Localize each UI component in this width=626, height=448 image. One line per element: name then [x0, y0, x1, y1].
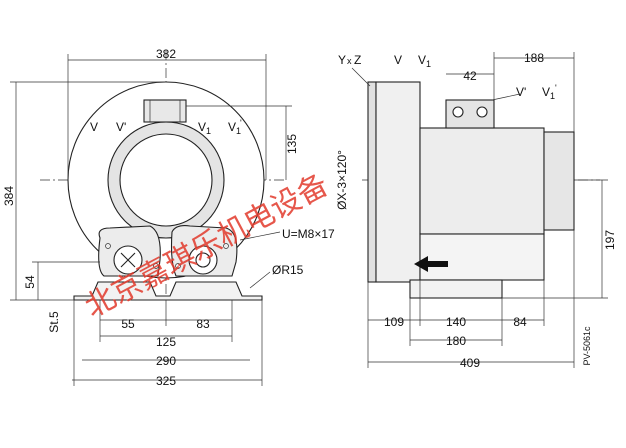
front-view: 382 384 135 V V' V 1 V 1 ' U=M8×17 ØR15 …	[2, 47, 335, 388]
dim-83-label: 83	[196, 317, 210, 331]
dim-135-label: 135	[285, 134, 299, 154]
yz-z-label: Z	[354, 53, 361, 67]
thread-label: U=M8×17	[282, 227, 335, 241]
left-port-cross	[120, 252, 136, 268]
flow-arrow-icon	[414, 256, 448, 272]
bolt-hole	[105, 243, 111, 249]
dim-st5-label: St.5	[47, 311, 61, 333]
dim-42-label: 42	[463, 69, 477, 83]
dim-109-label: 109	[384, 315, 404, 329]
side-v1prime-sub: 1	[550, 91, 555, 101]
model-code-label: PV-5061c	[582, 326, 592, 366]
housing-inlet-circle	[119, 133, 213, 227]
bolt-hole	[223, 243, 229, 249]
yz-x-label: x	[347, 56, 352, 66]
side-v1-sub: 1	[426, 59, 431, 69]
yz-label: Y	[338, 53, 346, 67]
motor-body	[419, 127, 545, 235]
dim-382-label: 382	[156, 47, 176, 61]
radius-label: ØR15	[272, 263, 304, 277]
bolt-hole	[153, 263, 159, 269]
side-port-circle	[452, 106, 464, 118]
side-view: Y x Z V V 1 42 188 V' V 1 ' ØX-3×120° 19…	[335, 51, 617, 370]
bolt-hole	[175, 263, 181, 269]
side-port-circle	[476, 106, 488, 118]
dim-290-label: 290	[156, 354, 176, 368]
dim-125-label: 125	[156, 335, 176, 349]
leader-thread	[239, 231, 281, 241]
port-label-v1: V	[198, 120, 206, 134]
motor-end-cap	[543, 131, 575, 231]
leader-radius	[249, 271, 271, 289]
leader-yz	[351, 67, 371, 87]
side-v-label: V	[394, 53, 402, 67]
right-port-inner	[195, 252, 211, 268]
side-v1-label: V	[418, 53, 426, 67]
port-label-v1prime-mark: '	[240, 118, 242, 128]
dim-384-label: 384	[2, 186, 16, 206]
side-v1prime-label: V	[542, 85, 550, 99]
port-label-v1-sub: 1	[206, 126, 211, 136]
dim-180-label: 180	[446, 334, 466, 348]
dim-84-label: 84	[513, 315, 527, 329]
dim-54-label: 54	[23, 275, 37, 289]
port-label-v1prime-sub: 1	[236, 126, 241, 136]
dim-325-label: 325	[156, 374, 176, 388]
dim-188-label: 188	[524, 51, 544, 65]
dim-409-label: 409	[460, 356, 480, 370]
port-label-v: V	[90, 120, 98, 134]
dim-140-label: 140	[446, 315, 466, 329]
dim-55-label: 55	[121, 317, 135, 331]
leader-vprime	[491, 93, 521, 101]
side-flange	[367, 81, 377, 283]
side-base	[409, 279, 503, 299]
port-label-v1prime: V	[228, 120, 236, 134]
impeller-housing	[375, 81, 421, 283]
side-v1prime-mark: '	[555, 83, 557, 93]
top-port-block	[143, 99, 187, 123]
dim-197-label: 197	[603, 230, 617, 250]
side-vprime-label: V'	[516, 85, 526, 99]
hole-spec-label: ØX-3×120°	[335, 150, 349, 210]
lower-silencer-block	[419, 233, 545, 281]
port-label-vprime: V'	[116, 120, 126, 134]
